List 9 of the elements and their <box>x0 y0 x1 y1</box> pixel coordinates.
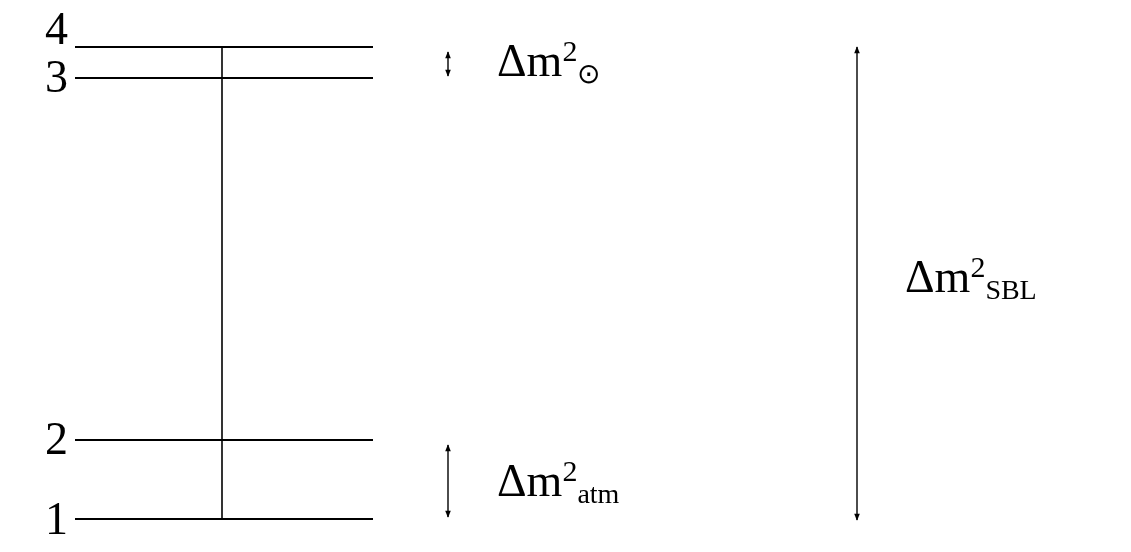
level-number: 3 <box>44 54 68 100</box>
energy-level-line <box>75 439 373 441</box>
energy-level-line <box>75 518 373 520</box>
level-number: 2 <box>44 416 68 462</box>
level-number: 1 <box>44 496 68 542</box>
level-number: 4 <box>44 6 68 52</box>
energy-level-line <box>75 77 373 79</box>
energy-level-line <box>75 46 373 48</box>
connector-line <box>221 47 223 519</box>
